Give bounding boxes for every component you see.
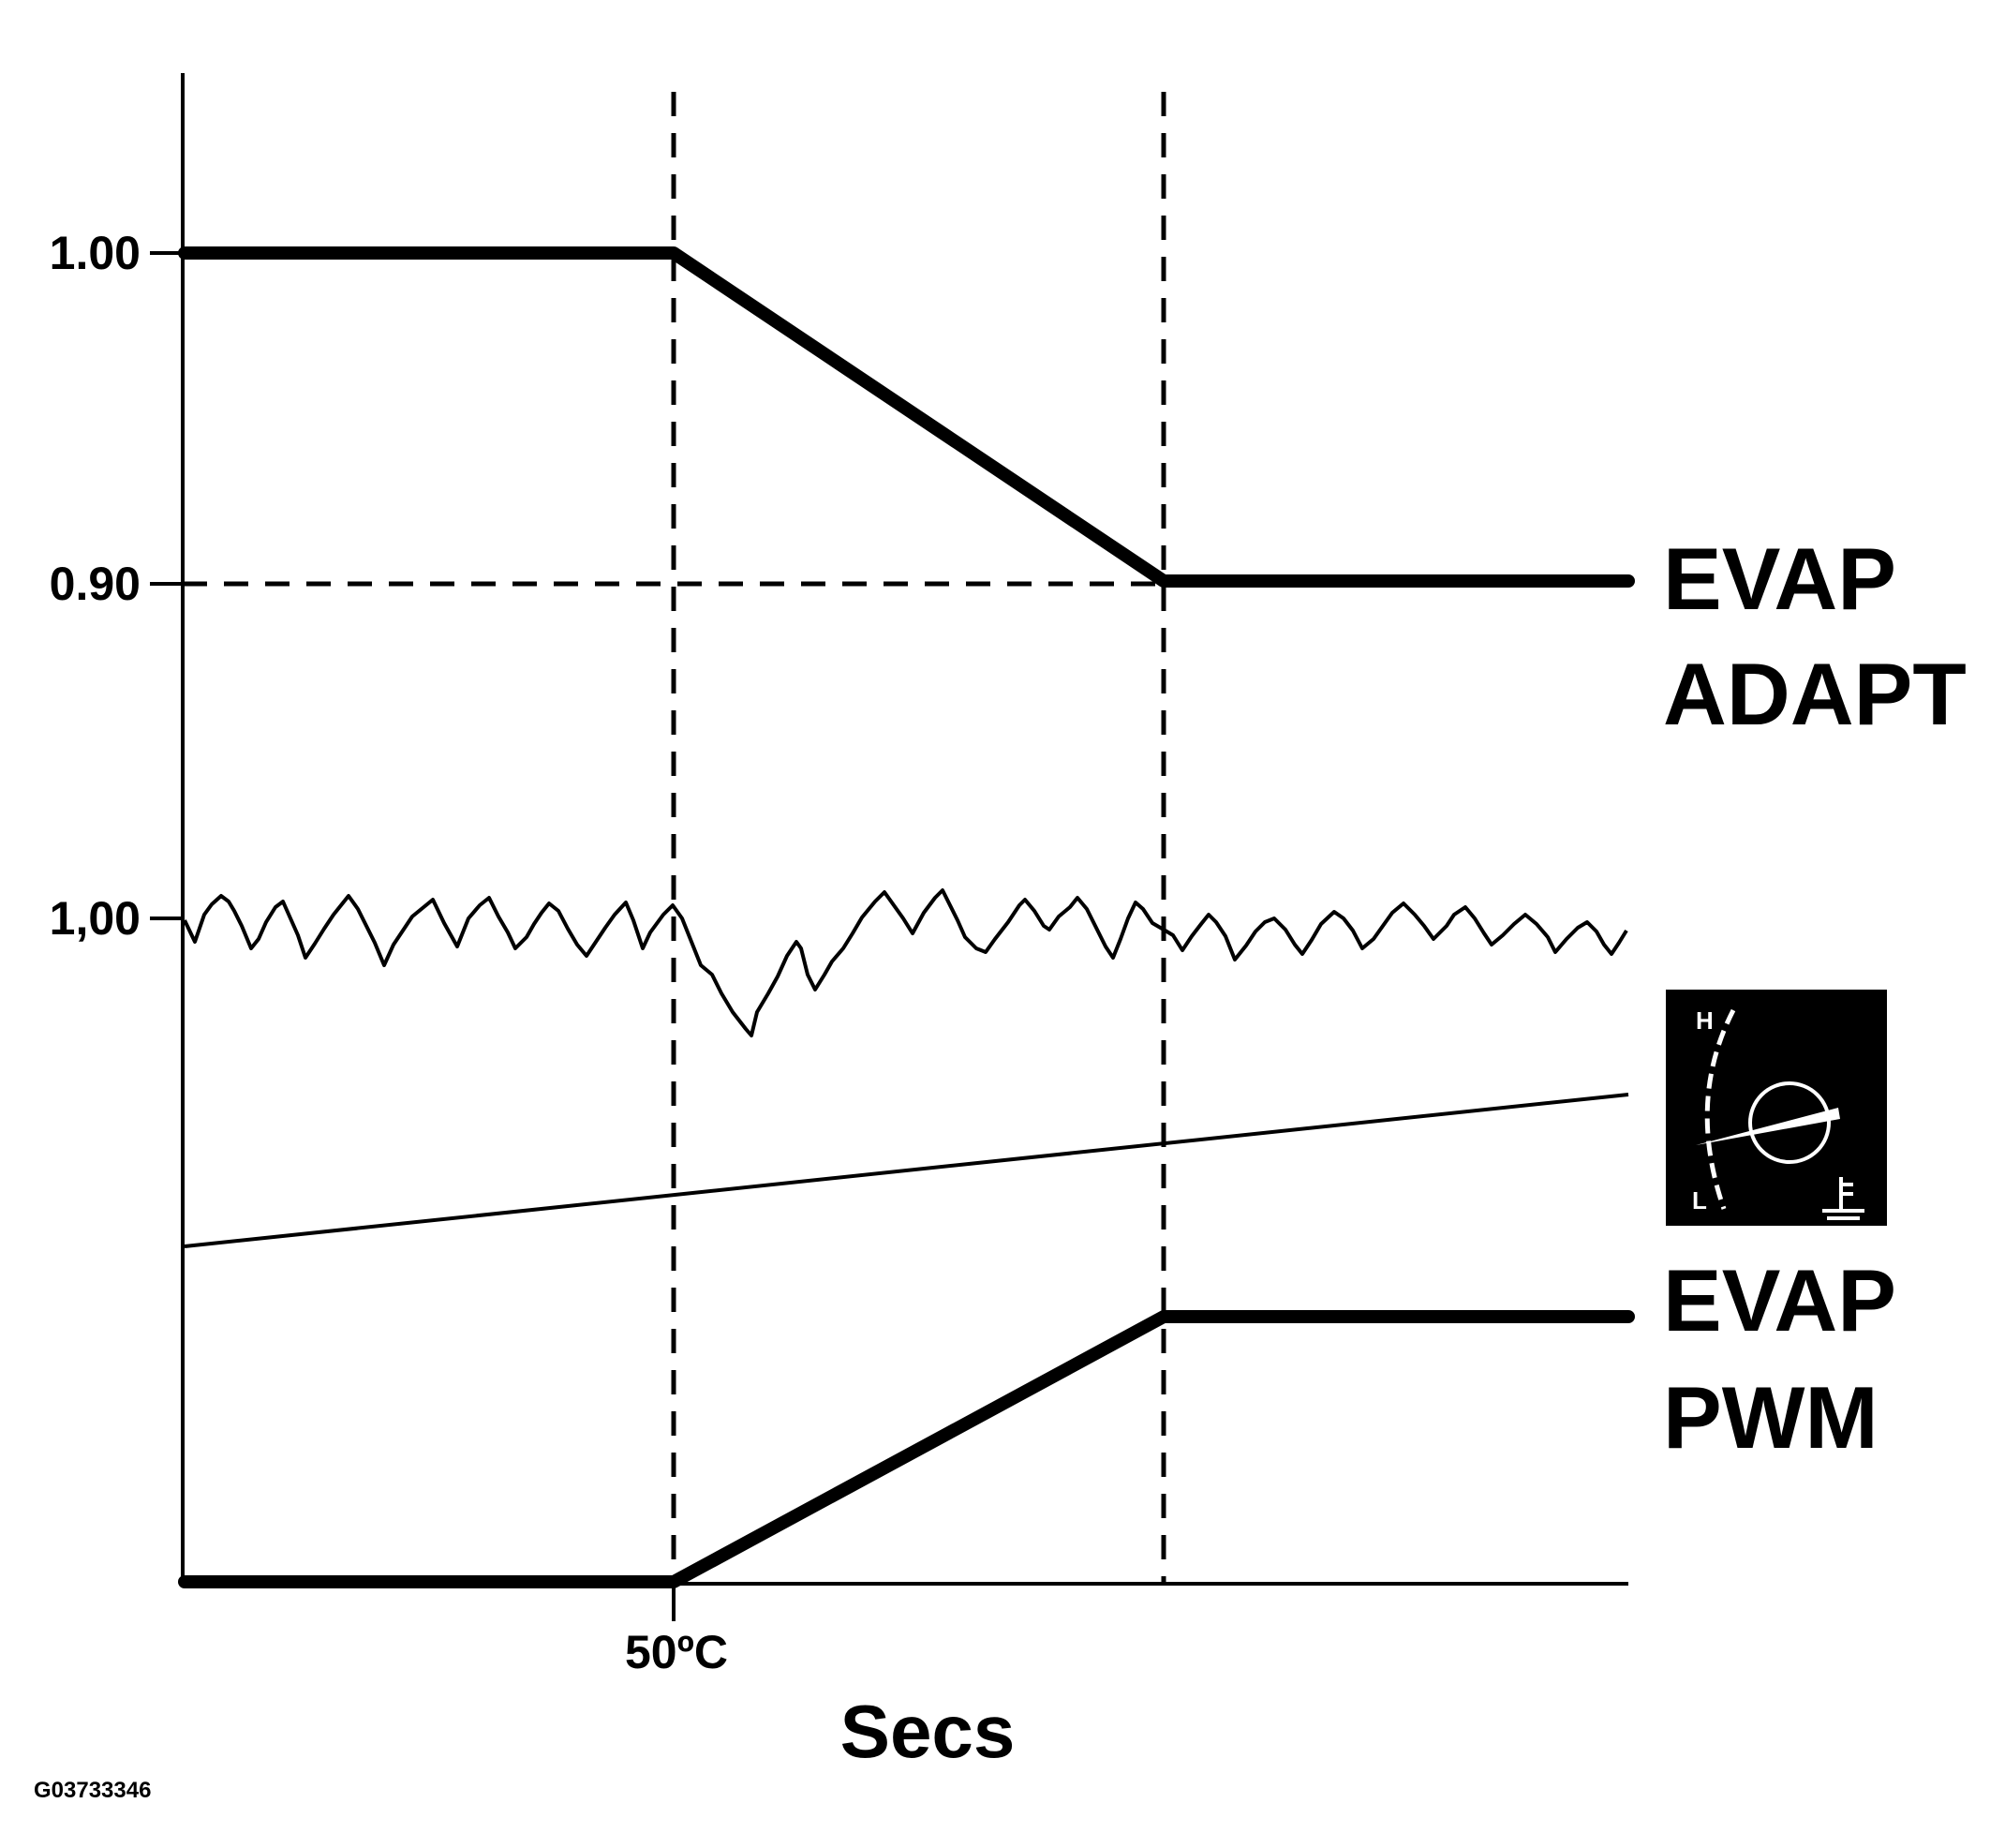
gauge-high-label: H [1696,1006,1714,1035]
thermometer-icon [1822,1177,1864,1220]
tick-label-middle: 0.90 [50,558,141,610]
evap-adapt-label-line2: ADAPT [1663,645,1967,743]
gauge-low-label: L [1692,1186,1707,1215]
tick-label-lower: 1,00 [50,892,141,945]
lambda-oscillation-trace [183,888,1628,1037]
tick-label-top: 1.00 [50,227,141,279]
x-axis-title: Secs [840,1690,1016,1773]
coolant-temperature-gauge-icon: H L [1666,990,1887,1226]
evap-pwm-trace [178,1310,1635,1588]
coolant-temperature-trace [184,1093,1629,1248]
x-marker-label-50c: 50ºC [625,1626,728,1678]
evap-adapt-trace [178,246,1635,588]
evap-pwm-label-line1: EVAP [1663,1251,1896,1349]
evap-pwm-label-line2: PWM [1663,1368,1879,1467]
figure-id: G03733346 [34,1778,151,1803]
evap-adapt-label-line1: EVAP [1663,529,1896,628]
